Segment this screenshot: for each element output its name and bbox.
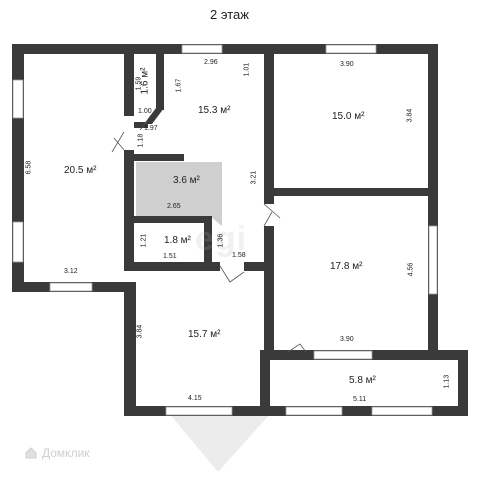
house-icon xyxy=(25,447,37,459)
dim-1-97: 1.97 xyxy=(144,125,158,132)
wall-int-6 xyxy=(124,262,220,271)
watermark: egi xyxy=(195,220,248,258)
dim-3-21: 3.21 xyxy=(250,170,258,185)
window-top-1 xyxy=(181,44,223,54)
dim-1-18: 1.18 xyxy=(137,133,145,148)
room-area-mid-right: 17.8 м² xyxy=(330,261,363,272)
dim-1-59: 1.59 xyxy=(135,76,143,91)
wall-top xyxy=(12,44,437,54)
wall-int-7 xyxy=(244,262,268,271)
wall-int-2 xyxy=(124,150,134,270)
dim-6-58: 6.58 xyxy=(25,160,33,175)
dim-5-11: 5.11 xyxy=(353,396,367,403)
door-closet xyxy=(139,119,149,131)
door-right xyxy=(263,203,281,227)
window-top-2 xyxy=(325,44,377,54)
window-left-1 xyxy=(12,79,24,119)
doors xyxy=(111,119,307,353)
dim-4-15: 4.15 xyxy=(188,395,202,402)
dim-3-84-left: 3.84 xyxy=(136,324,144,339)
dim-1-01: 1.01 xyxy=(243,62,251,77)
window-left-2 xyxy=(12,221,24,263)
dim-3-84-right: 3.84 xyxy=(406,108,414,123)
brand-logo: Домклик xyxy=(24,446,90,460)
room-area-bath: 1.8 м² xyxy=(164,235,191,246)
dim-3-12: 3.12 xyxy=(64,268,78,275)
window-bottom-2 xyxy=(285,406,343,416)
floor-title: 2 этаж xyxy=(210,7,249,22)
window-bottom-1 xyxy=(165,406,233,416)
wall-bath-right xyxy=(204,216,212,266)
wall-closet-diagonal xyxy=(144,108,164,124)
wall-closet-right xyxy=(156,54,164,110)
dim-3-90-mid: 3.90 xyxy=(340,336,354,343)
wall-int-5 xyxy=(274,188,428,196)
wall-int-3 xyxy=(264,54,274,204)
room-area-left: 20.5 м² xyxy=(64,165,97,176)
wall-int-4 xyxy=(264,226,274,360)
wall-balcony-right xyxy=(458,350,468,416)
brand-name: Домклик xyxy=(42,446,90,460)
wall-right xyxy=(428,44,438,350)
dim-1-36: 1.36 xyxy=(217,233,225,248)
window-right xyxy=(428,225,438,295)
entrance-cone xyxy=(168,412,272,472)
window-balcony xyxy=(313,350,373,360)
dim-1-13: 1.13 xyxy=(443,374,451,389)
wall-int-1 xyxy=(124,54,134,116)
dim-2-65: 2.65 xyxy=(167,203,181,210)
window-bottom-3 xyxy=(371,406,433,416)
dim-1-51: 1.51 xyxy=(163,253,177,260)
wall-stairs-top xyxy=(124,154,184,161)
door-left xyxy=(111,131,125,153)
room-area-hall-top: 15.3 м² xyxy=(198,105,231,116)
wall-bottom-left-side xyxy=(124,282,136,416)
windows xyxy=(12,44,438,416)
room-area-top-right: 15.0 м² xyxy=(332,111,365,122)
room-area-stairs: 3.6 м² xyxy=(173,175,200,186)
room-area-balcony: 5.8 м² xyxy=(349,375,376,386)
door-bottom xyxy=(219,265,245,283)
dim-1-21: 1.21 xyxy=(140,233,148,248)
door-balcony xyxy=(287,343,307,353)
dim-1-00: 1.00 xyxy=(138,108,152,115)
dim-1-67: 1.67 xyxy=(175,78,183,93)
wall-bath-top xyxy=(124,216,210,223)
stairs-area xyxy=(136,162,222,226)
room-area-bottom-left: 15.7 м² xyxy=(188,329,221,340)
dim-3-90-top: 3.90 xyxy=(340,61,354,68)
wall-closet-bottom xyxy=(134,122,148,128)
dim-1-58: 1.58 xyxy=(232,252,246,259)
window-left-bottom xyxy=(49,282,93,292)
dim-4-56: 4.56 xyxy=(407,262,415,277)
dim-2-96: 2.96 xyxy=(204,59,218,66)
wall-balcony-left xyxy=(260,350,270,416)
